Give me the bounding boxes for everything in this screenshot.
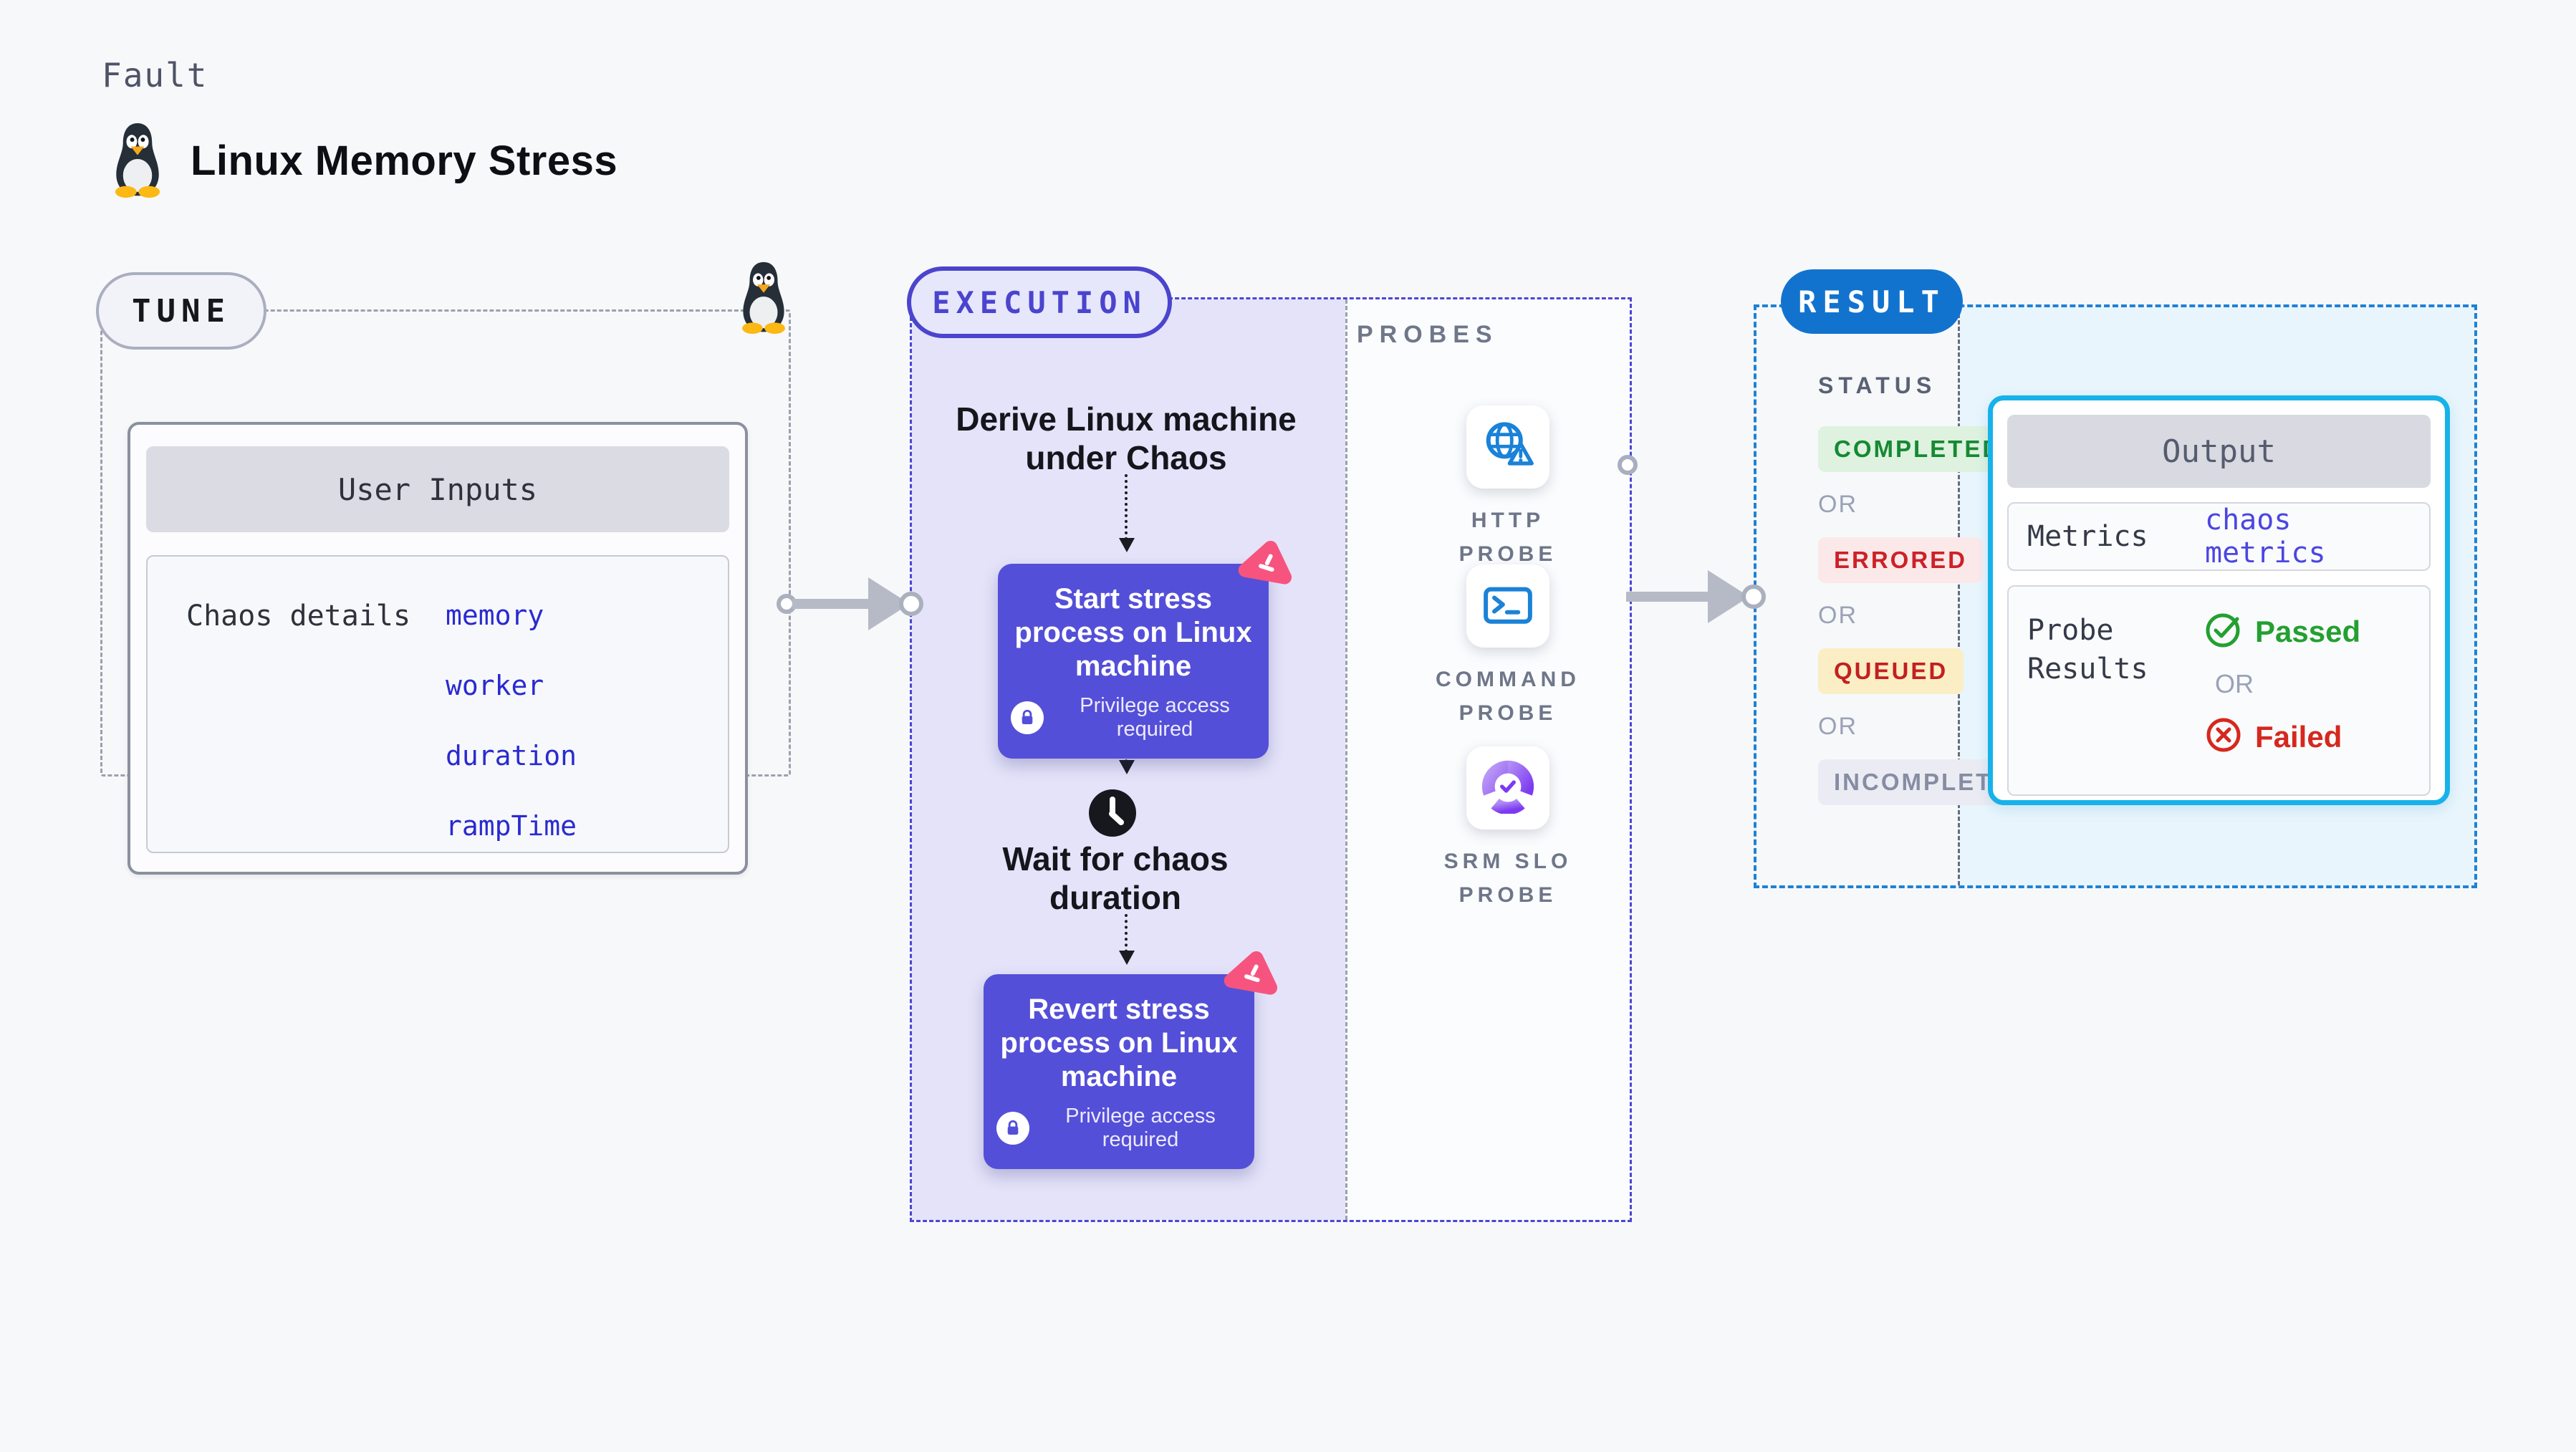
status-badge-queued: QUEUED (1818, 648, 1964, 694)
http-probe-card[interactable] (1466, 405, 1549, 489)
status-title: STATUS (1818, 372, 1937, 398)
result-badge: RESULT (1781, 269, 1963, 334)
output-header: Output (2007, 415, 2431, 488)
probe-name: HTTP PROBE (1458, 509, 1557, 566)
probe-results-label: Probe Results (2027, 614, 2148, 686)
clock-icon (1088, 789, 1137, 841)
input-duration[interactable]: duration (446, 740, 577, 771)
privilege-note: Privilege access required (1080, 694, 1230, 741)
or-label: OR (2215, 669, 2254, 698)
or-label: OR (1818, 602, 1857, 629)
connector-dot (1618, 455, 1638, 475)
probe-item-srm-slo: SRM SLO PROBE (1422, 746, 1594, 912)
metrics-label: Metrics (2027, 520, 2148, 553)
output-card: Output Metrics chaos metrics Probe Resul… (1988, 395, 2450, 805)
derive-step-label: Derive Linux machine under Chaos (956, 400, 1297, 477)
status-badge-errored: ERRORED (1818, 537, 1984, 583)
wait-step-label: Wait for chaos duration (1002, 840, 1229, 917)
chaos-icon (1216, 950, 1279, 1016)
command-probe-card[interactable] (1466, 564, 1549, 648)
globe-alert-icon (1481, 418, 1535, 476)
probes-divider (1345, 299, 1347, 1220)
srm-slo-probe-card[interactable] (1466, 746, 1549, 830)
user-inputs-body: Chaos details memory worker duration ram… (146, 555, 729, 853)
passed-label: Passed (2255, 614, 2361, 648)
result-divider (1958, 307, 1960, 885)
user-inputs-header: User Inputs (146, 446, 729, 532)
probe-results-row: Probe Results Passed OR Failed (2007, 585, 2431, 796)
flow-arrow-down-icon (1119, 914, 1135, 965)
chaos-metrics-link[interactable]: chaos metrics (2205, 504, 2326, 569)
slo-gauge-icon (1481, 759, 1535, 817)
or-label: OR (1818, 713, 1857, 740)
chaos-icon (1230, 539, 1293, 606)
check-circle-icon (2205, 611, 2242, 652)
or-label: OR (1818, 491, 1857, 518)
terminal-icon (1481, 577, 1535, 635)
status-badge-completed: COMPLETED (1818, 426, 2018, 472)
input-memory[interactable]: memory (446, 600, 544, 631)
execution-badge: EXECUTION (907, 266, 1172, 338)
lock-icon (996, 1112, 1029, 1145)
arrow-right-icon (1626, 570, 1766, 623)
status-column: STATUS COMPLETED OR ERRORED OR QUEUED OR… (1818, 372, 2046, 805)
arrow-right-icon (777, 577, 923, 630)
chaos-details-label: Chaos details (186, 600, 411, 633)
page-title: Linux Memory Stress (191, 138, 618, 184)
failed-label: Failed (2255, 719, 2342, 754)
x-circle-icon (2205, 716, 2242, 757)
lock-icon (1011, 701, 1044, 735)
fault-kicker: Fault (102, 56, 208, 95)
metrics-row: Metrics chaos metrics (2007, 502, 2431, 571)
revert-stress-task[interactable]: Revert stress process on Linux machine P… (984, 974, 1254, 1170)
probe-item-http: HTTP PROBE (1422, 405, 1594, 571)
input-worker[interactable]: worker (446, 670, 544, 701)
probe-name: COMMAND PROBE (1436, 668, 1580, 725)
page-title-row: Linux Memory Stress (106, 120, 617, 201)
probe-item-command: COMMAND PROBE (1422, 564, 1594, 730)
user-inputs-card: User Inputs Chaos details memory worker … (128, 422, 748, 875)
tune-badge: TUNE (96, 272, 266, 350)
start-stress-task[interactable]: Start stress process on Linux machine Pr… (998, 564, 1269, 759)
tux-icon (106, 120, 169, 201)
tux-icon (734, 259, 794, 337)
probe-name: SRM SLO PROBE (1443, 850, 1572, 907)
start-stress-label: Start stress process on Linux machine (1014, 583, 1252, 682)
flow-arrow-down-icon (1119, 474, 1135, 552)
input-ramptime[interactable]: rampTime (446, 810, 577, 842)
probes-title: PROBES (1357, 321, 1499, 348)
privilege-note: Privilege access required (1065, 1105, 1216, 1152)
revert-stress-label: Revert stress process on Linux machine (1000, 994, 1238, 1092)
